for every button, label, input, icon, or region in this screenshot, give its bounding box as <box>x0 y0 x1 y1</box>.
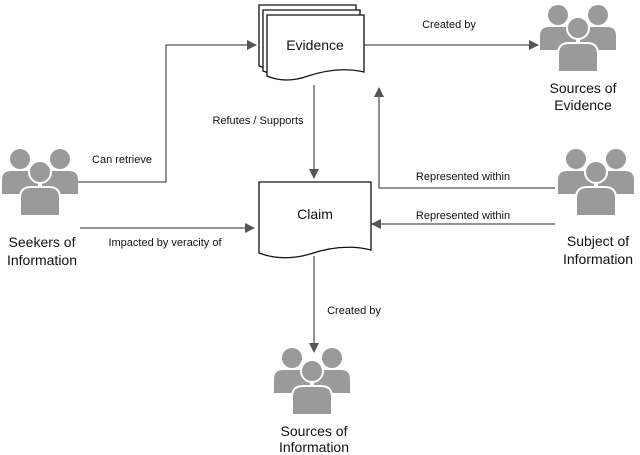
seekers-of-information-label-line2: Information <box>7 252 77 268</box>
edge-represented-within-claim: Represented within <box>371 210 555 229</box>
edge-evidence-created-by: Created by <box>362 19 539 50</box>
edge-refutes-supports: Refutes / Supports <box>212 85 319 179</box>
document-icon <box>258 181 372 259</box>
edge-label-evidence-created-by: Created by <box>422 19 476 31</box>
sources-of-information-node: Sources of Information <box>273 347 351 455</box>
sources-of-evidence-label-line1: Sources of <box>550 80 617 96</box>
subject-of-information-label-line1: Subject of <box>567 233 629 249</box>
seekers-of-information-node: Seekers of Information <box>1 148 79 268</box>
edge-label-represented-within-evidence: Represented within <box>416 171 510 183</box>
sources-of-information-label-line1: Sources of <box>281 423 348 439</box>
edge-label-refutes-supports: Refutes / Supports <box>212 115 304 127</box>
claim-label: Claim <box>297 206 333 222</box>
edge-can-retrieve: Can retrieve <box>72 40 257 183</box>
people-group-icon <box>1 148 79 217</box>
evidence-label: Evidence <box>286 37 344 53</box>
edge-label-can-retrieve: Can retrieve <box>92 154 152 166</box>
edge-label-represented-within-claim: Represented within <box>416 210 510 222</box>
people-group-icon <box>539 4 617 73</box>
sources-of-information-label-line2: Information <box>279 439 349 455</box>
evidence-node: Evidence <box>258 4 365 81</box>
seekers-of-information-label-line1: Seekers of <box>9 234 76 250</box>
edge-label-claim-created-by: Created by <box>327 305 381 317</box>
claim-node: Claim <box>258 181 372 259</box>
people-group-icon <box>273 347 351 416</box>
subject-of-information-label-line2: Information <box>563 251 633 267</box>
edge-claim-created-by: Created by <box>309 256 381 353</box>
people-group-icon <box>557 148 635 217</box>
sources-of-evidence-node: Sources of Evidence <box>539 4 617 113</box>
subject-of-information-node: Subject of Information <box>557 148 635 267</box>
sources-of-evidence-label-line2: Evidence <box>554 97 612 113</box>
edge-impacted-by-veracity: Impacted by veracity of <box>80 223 255 249</box>
edge-label-impacted-by-veracity: Impacted by veracity of <box>108 237 222 249</box>
document-stack-icon <box>258 4 365 81</box>
edge-represented-within-evidence: Represented within <box>374 87 555 189</box>
